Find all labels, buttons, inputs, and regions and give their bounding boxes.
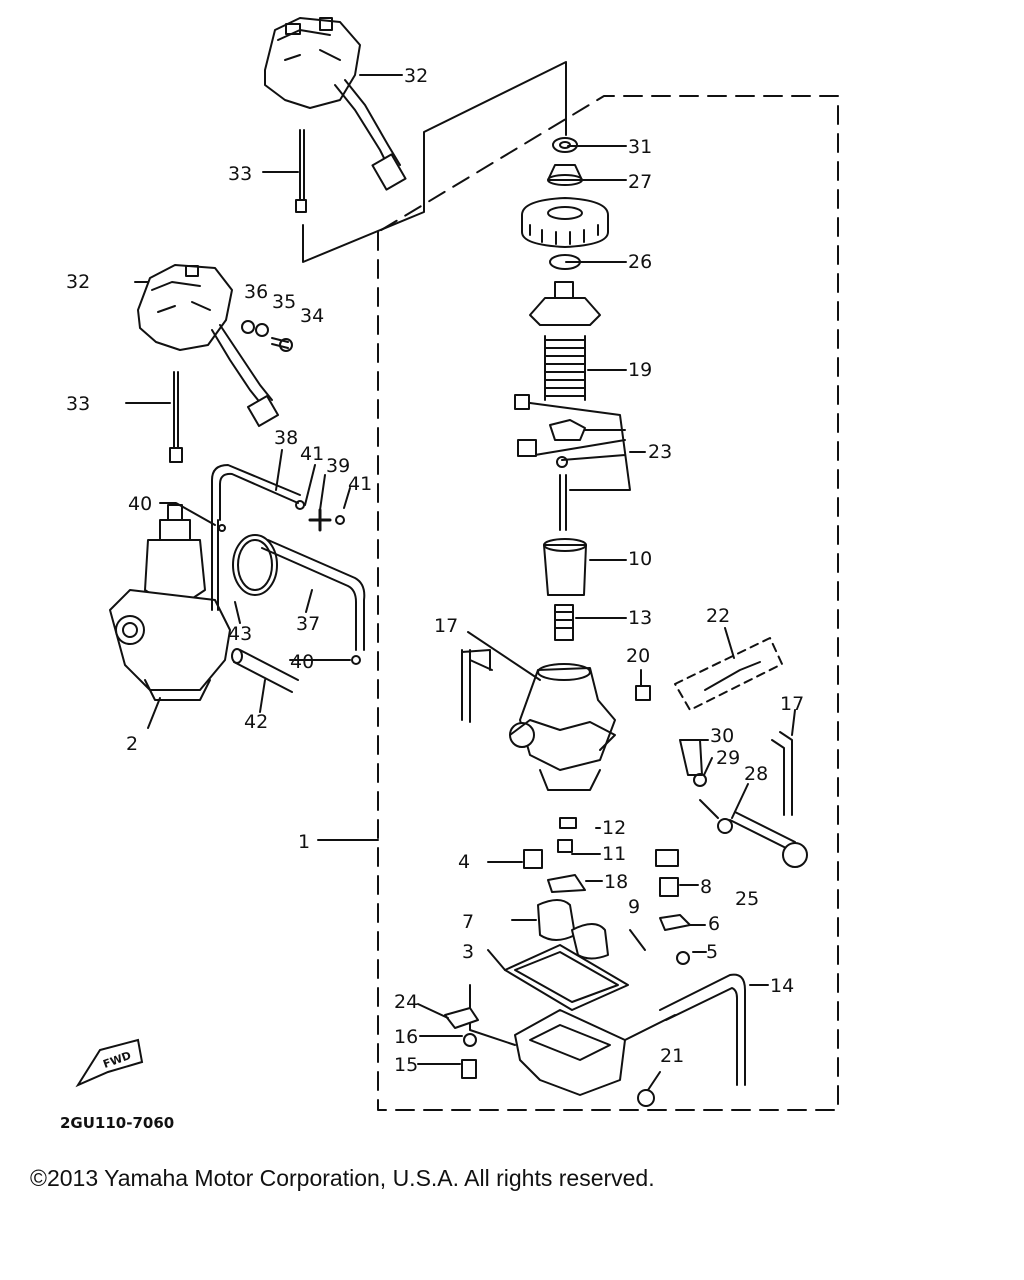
pipe-42 (233, 649, 299, 693)
callout-20: 20 (626, 645, 650, 667)
callout-8: 8 (700, 876, 712, 898)
carburetor-body-right (509, 663, 616, 791)
diaphragm-top (529, 297, 601, 326)
callout-9: 9 (628, 896, 640, 918)
callout-31: 31 (628, 136, 652, 158)
callout-39: 39 (326, 455, 350, 477)
callout-29: 29 (716, 747, 740, 769)
pipe-17-right (771, 731, 793, 816)
second-throttle-housing (137, 264, 293, 463)
nut-27 (547, 164, 583, 181)
pipe-17-left (461, 649, 493, 723)
callout-34: 34 (300, 305, 324, 327)
copyright-notice: ©2013 Yamaha Motor Corporation, U.S.A. A… (30, 1165, 655, 1191)
callout-33: 33 (66, 393, 90, 415)
callout-10: 10 (628, 548, 652, 570)
callout-18: 18 (604, 871, 628, 893)
hose-38 (211, 464, 301, 521)
callout-27: 27 (628, 171, 652, 193)
callout-24: 24 (394, 991, 418, 1013)
callout-16: 16 (394, 1026, 418, 1048)
needle-jet-13 (554, 604, 574, 641)
callout-6: 6 (708, 913, 720, 935)
callout-32: 32 (66, 271, 90, 293)
callout-13: 13 (628, 607, 652, 629)
pilot-screw-25 (729, 811, 796, 851)
carburetor-assembly-left (109, 504, 231, 701)
callout-5: 5 (706, 941, 718, 963)
callout-40: 40 (128, 493, 152, 515)
cap (521, 197, 609, 248)
top-throttle-housing (264, 17, 407, 213)
callout-2: 2 (126, 733, 138, 755)
assembly-1-boundary (377, 95, 839, 1111)
callout-4: 4 (458, 851, 470, 873)
callout-11: 11 (602, 843, 626, 865)
callout-42: 42 (244, 711, 268, 733)
callout-37: 37 (296, 613, 320, 635)
callout-labels: 1 2 3 4 5 6 7 8 9 10 11 12 13 14 15 16 1… (66, 65, 804, 1076)
callout-26: 26 (628, 251, 652, 273)
callout-1: 1 (298, 831, 310, 853)
callout-35: 35 (272, 291, 296, 313)
callout-25: 25 (735, 888, 759, 910)
callout-7: 7 (462, 911, 474, 933)
clamp-43 (232, 534, 278, 596)
throttle-slide-10 (543, 544, 587, 596)
callout-17-left: 17 (434, 615, 458, 637)
callout-3: 3 (462, 941, 474, 963)
carburetor-exploded-diagram: FWD 2GU110-7060 1 2 3 4 5 6 7 8 9 10 11 … (60, 17, 839, 1132)
float-7 (537, 899, 576, 941)
fwd-arrow-icon: FWD (75, 1038, 144, 1088)
spring-19 (544, 335, 586, 401)
hose-37 (261, 539, 366, 651)
throttle-link-line (302, 61, 567, 263)
callout-41-right: 41 (348, 473, 372, 495)
callout-40-lower: 40 (290, 651, 314, 673)
float-bowl (514, 1009, 626, 1096)
callout-33-top: 33 (228, 163, 252, 185)
callout-32-top: 32 (404, 65, 428, 87)
callout-41: 41 (300, 443, 324, 465)
hose-14 (659, 973, 746, 1086)
callout-12: 12 (602, 817, 626, 839)
callout-15: 15 (394, 1054, 418, 1076)
callout-19: 19 (628, 359, 652, 381)
callout-28: 28 (744, 763, 768, 785)
callout-21: 21 (660, 1045, 684, 1067)
callout-23: 23 (648, 441, 672, 463)
callout-17-right: 17 (780, 693, 804, 715)
drawing-code: 2GU110-7060 (60, 1114, 174, 1132)
callout-43: 43 (228, 623, 252, 645)
gasket-3 (504, 944, 629, 1011)
callout-14: 14 (770, 975, 794, 997)
callout-36: 36 (244, 281, 268, 303)
callout-30: 30 (710, 725, 734, 747)
callout-38: 38 (274, 427, 298, 449)
callout-22: 22 (706, 605, 730, 627)
